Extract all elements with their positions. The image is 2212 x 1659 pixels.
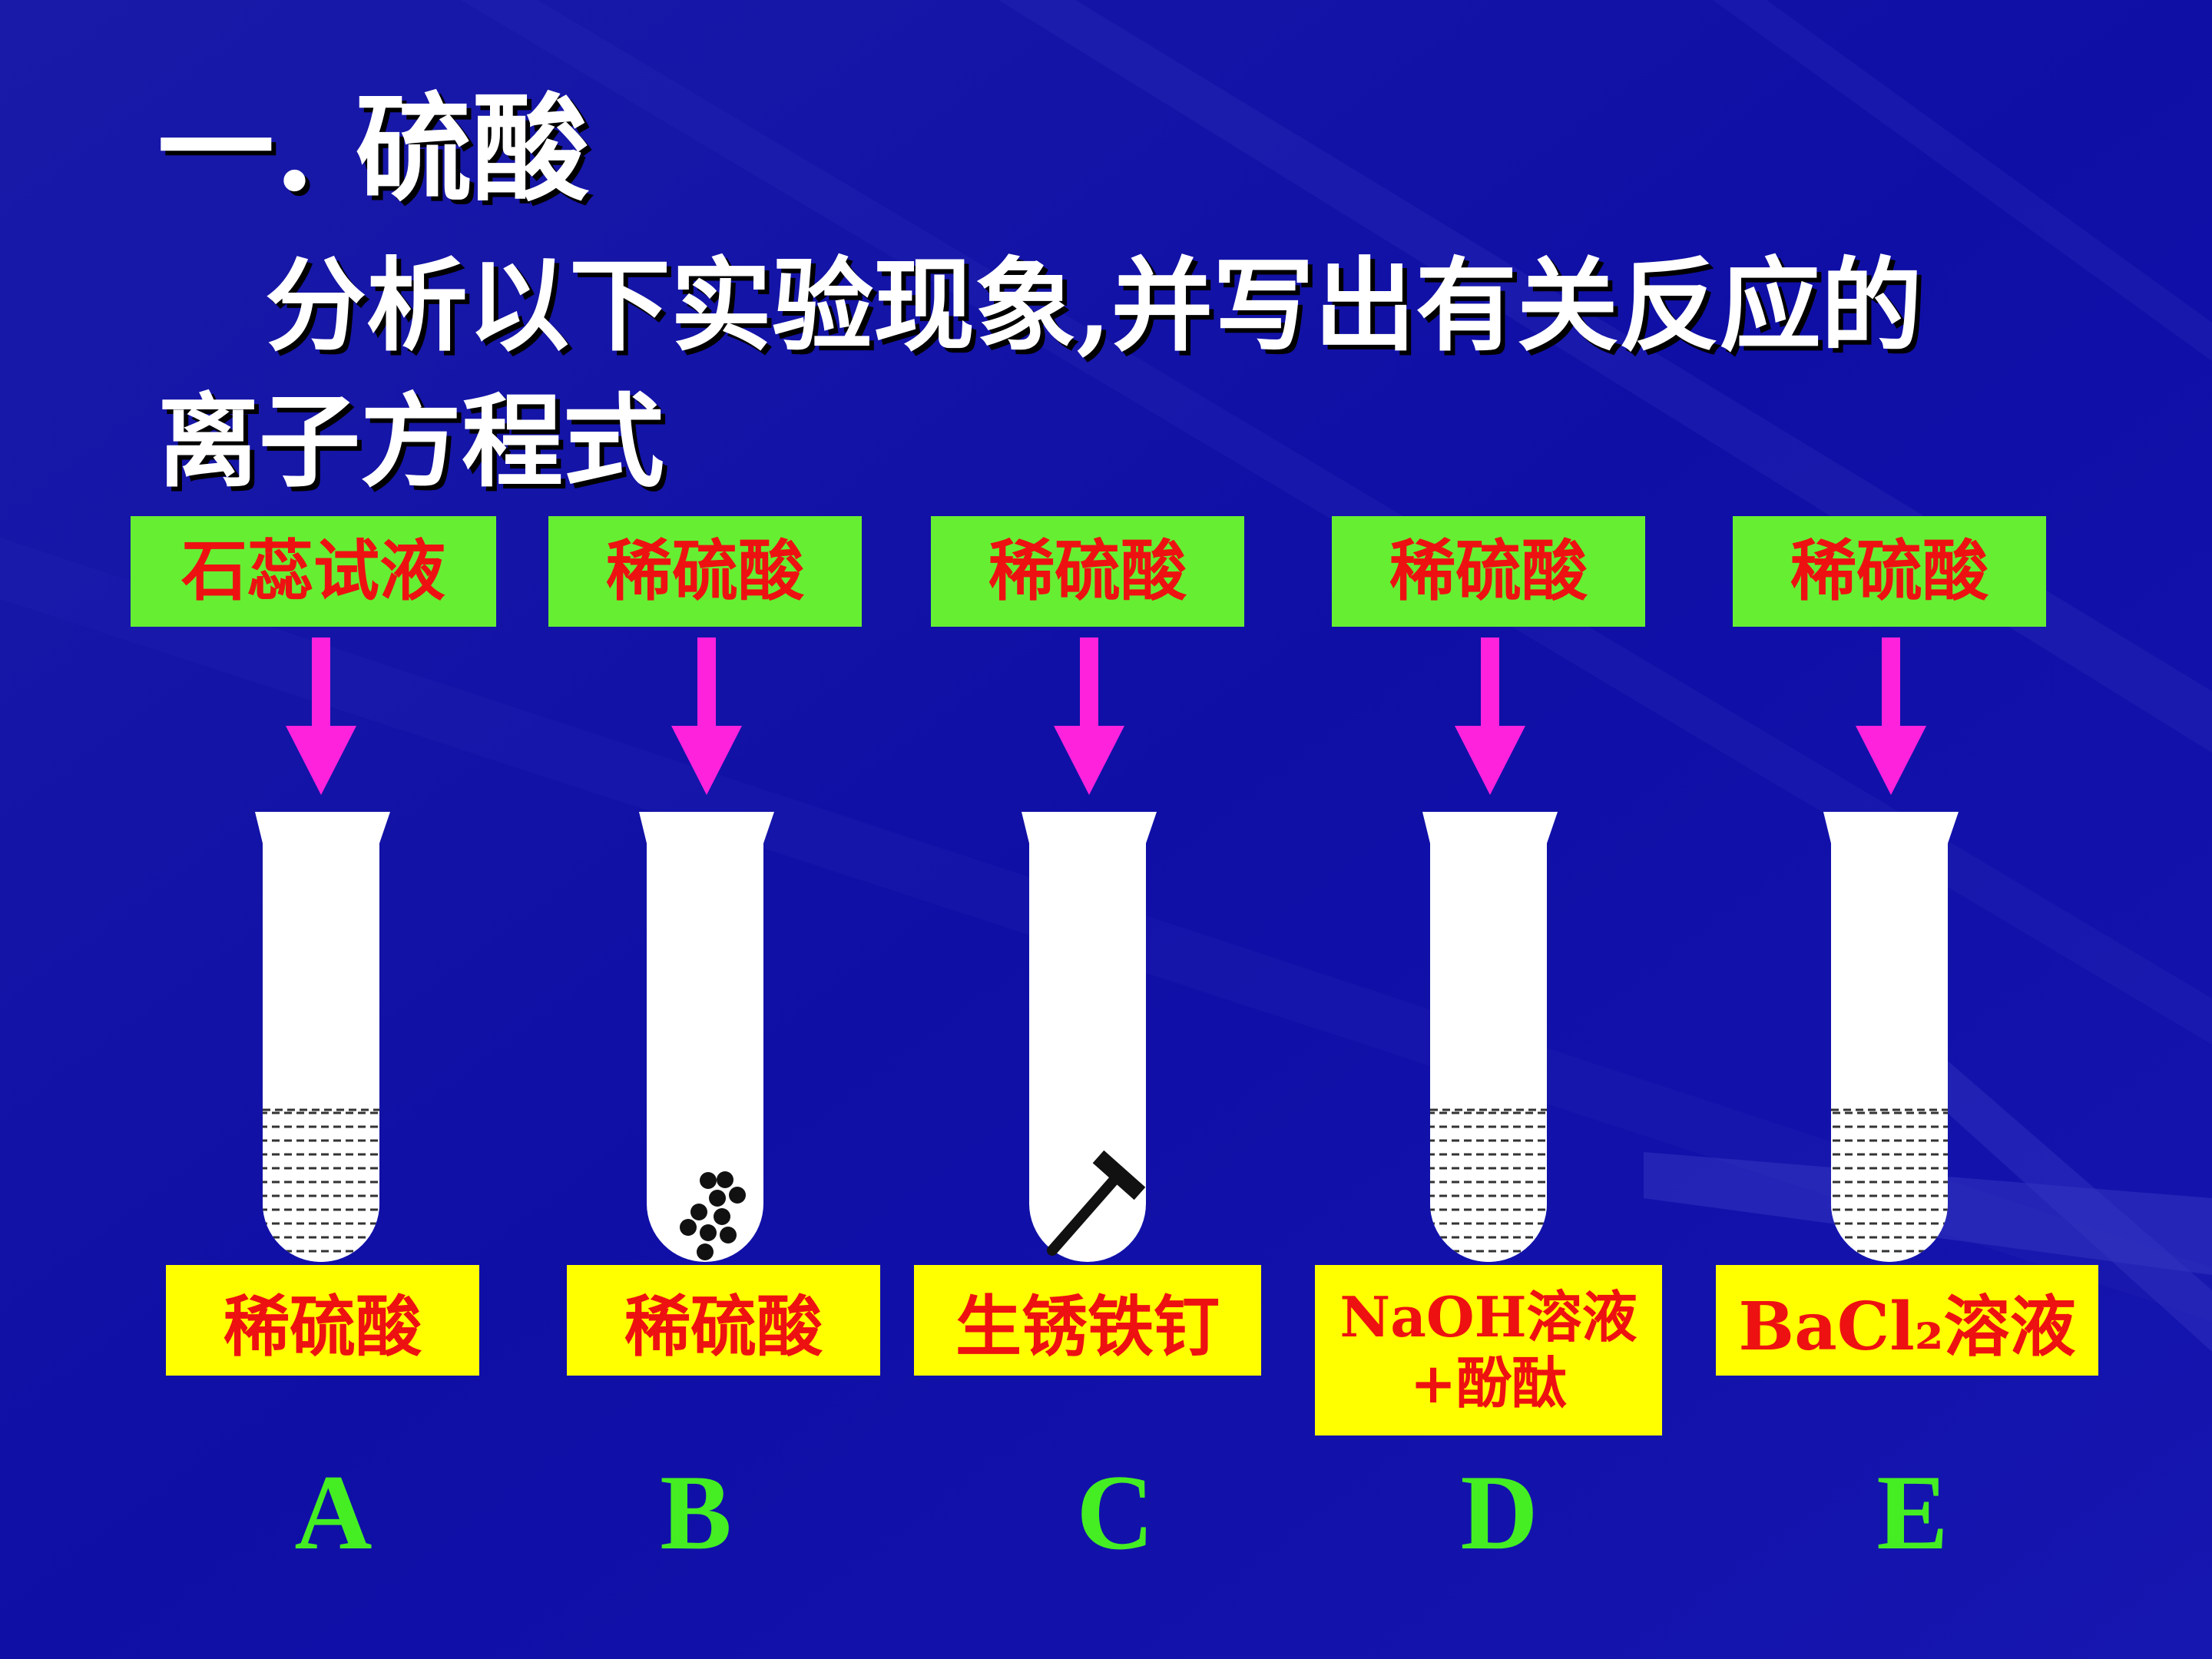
arrow-down-icon — [1054, 637, 1124, 795]
experiment-letter-a: A — [294, 1453, 373, 1572]
reagent-label-a: 石蕊试液 — [131, 516, 496, 627]
content-label-c-text: 生锈铁钉 — [955, 1287, 1220, 1366]
content-label-e-text: BaCl₂溶液 — [1738, 1287, 2076, 1366]
slide-title: 一. 硫酸 — [157, 80, 589, 217]
test-tube-b — [639, 812, 774, 1262]
experiment-letter-c: C — [1076, 1453, 1154, 1572]
content-label-a: 稀硫酸 — [166, 1265, 479, 1376]
content-label-b-text: 稀硫酸 — [624, 1287, 823, 1366]
content-label-b: 稀硫酸 — [567, 1265, 880, 1376]
arrow-down-icon — [1856, 637, 1926, 795]
subtitle-line-1: 分析以下实验现象,并写出有关反应的 — [265, 247, 1922, 366]
reagent-label-d: 稀硫酸 — [1332, 516, 1645, 627]
experiment-letter-e: E — [1876, 1453, 1949, 1572]
reagent-label-c: 稀硫酸 — [931, 516, 1244, 627]
reagent-label-b: 稀硫酸 — [548, 516, 862, 627]
arrow-down-icon — [1455, 637, 1525, 795]
experiment-letter-b: B — [660, 1453, 732, 1572]
arrow-down-icon — [286, 637, 356, 795]
reagent-label-e: 稀硫酸 — [1733, 516, 2046, 627]
content-label-d-text-line2: +酚酞 — [1409, 1350, 1568, 1416]
test-tube-a — [255, 812, 390, 1262]
content-label-d-text-line1: NaOH溶液 — [1339, 1284, 1637, 1349]
metal-granules-icon — [680, 1171, 746, 1260]
experiment-letter-d: D — [1460, 1453, 1538, 1572]
iron-nail-icon — [1047, 1150, 1146, 1256]
content-label-a-text: 稀硫酸 — [224, 1287, 422, 1366]
content-label-e: BaCl₂溶液 — [1716, 1265, 2098, 1376]
arrow-down-icon — [671, 637, 742, 795]
content-label-c: 生锈铁钉 — [914, 1265, 1261, 1376]
test-tube-d — [1422, 812, 1558, 1262]
test-tube-e — [1823, 812, 1959, 1262]
content-label-d: NaOH溶液 +酚酞 — [1315, 1265, 1662, 1435]
subtitle-line-2: 离子方程式 — [157, 382, 664, 502]
test-tube-c — [1022, 812, 1157, 1262]
